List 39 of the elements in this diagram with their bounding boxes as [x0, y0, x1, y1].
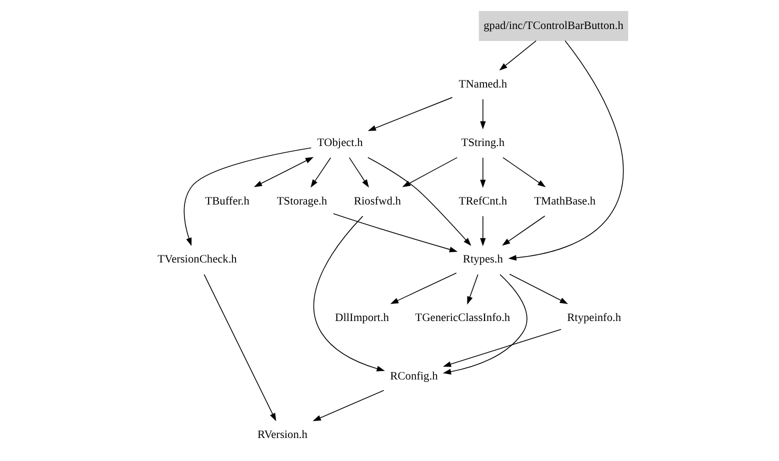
arrow	[348, 157, 368, 188]
node-text: RConfig.h	[390, 370, 438, 383]
arrow	[502, 216, 545, 246]
node-text: TRefCnt.h	[458, 195, 507, 208]
arrow	[253, 157, 314, 188]
arrow	[367, 157, 471, 246]
arrow	[313, 216, 384, 372]
arrow	[183, 148, 312, 246]
arrow	[442, 274, 527, 375]
arrow	[312, 390, 384, 422]
node-text: TNamed.h	[458, 78, 507, 90]
node-text: Rtypeinfo.h	[566, 312, 621, 324]
arrow	[498, 40, 536, 71]
arrow	[480, 216, 486, 246]
arrow	[502, 157, 546, 188]
node-text: Riosfwd.h	[353, 195, 400, 208]
arrow	[442, 328, 561, 367]
arrow	[480, 98, 486, 130]
arrow	[508, 274, 568, 304]
node-text: TStorage.h	[276, 195, 327, 208]
node-text: TVersionCheck.h	[157, 254, 236, 266]
node-text: TObject.h	[316, 136, 362, 149]
arrow	[367, 97, 452, 132]
node-text: TBuffer.h	[204, 195, 249, 208]
arrow	[332, 213, 458, 252]
node-text: TString.h	[460, 136, 504, 149]
arrow	[310, 157, 331, 188]
node-text: DllImport.h	[334, 312, 388, 324]
node-text: RVersion.h	[257, 428, 307, 441]
node-text: Rtypes.h	[462, 254, 502, 266]
arrow	[203, 274, 276, 422]
node-text: TMathBase.h	[534, 195, 596, 208]
arrow	[390, 272, 456, 304]
arrow	[508, 40, 624, 261]
node-text: TGenericClassInfo.h	[414, 312, 510, 324]
node-box: gpad/inc/TControlBarButton.h	[478, 11, 628, 42]
arrow	[480, 157, 486, 188]
arrow	[466, 274, 478, 305]
arrow	[402, 157, 457, 188]
